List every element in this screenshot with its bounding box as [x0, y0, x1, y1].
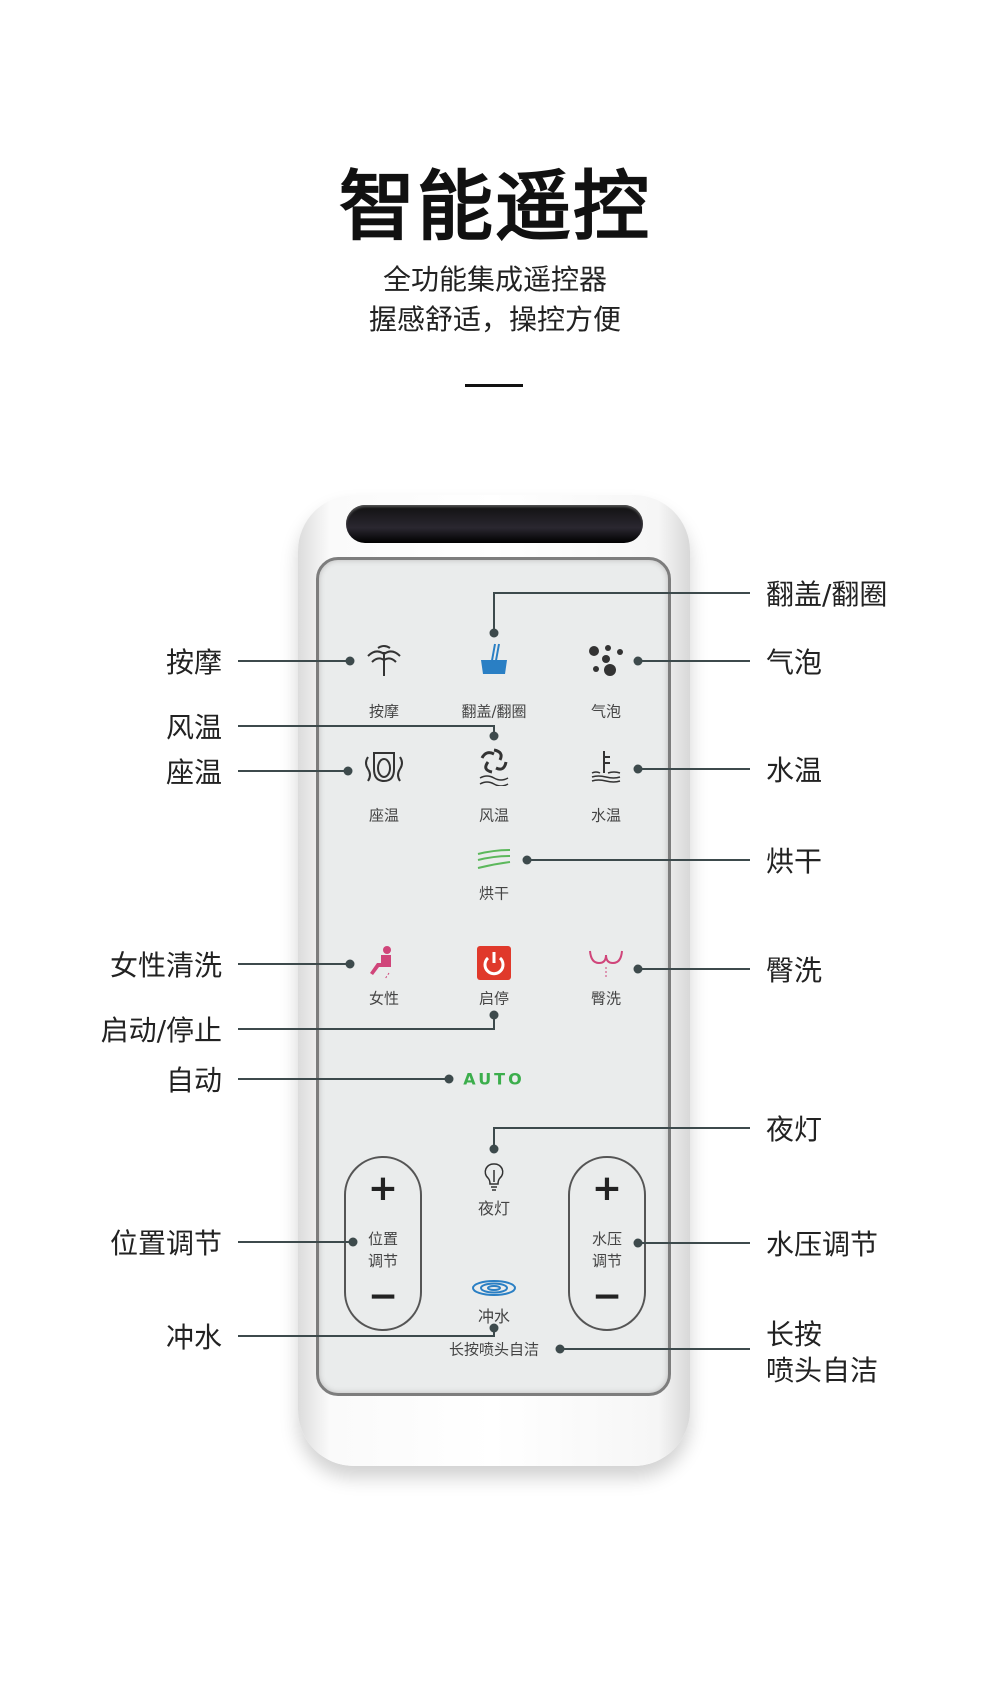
rear-wash-icon[interactable]	[587, 947, 625, 979]
flush-label: 冲水	[477, 1307, 511, 1326]
massage-icon[interactable]	[364, 642, 404, 678]
callout-pressure: 水压调节	[766, 1228, 879, 1261]
air-temp-label: 风温	[478, 806, 510, 825]
callout-air-temp: 风温	[165, 711, 222, 744]
callout-night-light: 夜灯	[766, 1113, 823, 1146]
rear-label: 臀洗	[590, 989, 622, 1008]
callout-seat-temp: 座温	[165, 756, 222, 789]
pressure-adjust-rocker[interactable]: + 水压调节 −	[568, 1156, 646, 1331]
power-label: 启停	[478, 989, 510, 1008]
power-icon[interactable]	[477, 946, 511, 980]
bubble-button-label: 气泡	[590, 702, 622, 721]
callout-dry: 烘干	[766, 845, 823, 878]
callout-auto: 自动	[165, 1064, 222, 1097]
label-line: 调节	[591, 1252, 622, 1270]
callout-water-temp: 水温	[766, 754, 823, 787]
water-temp-icon[interactable]	[588, 749, 624, 783]
page-title: 智能遥控	[339, 162, 651, 251]
callout-flip: 翻盖/翻圈	[766, 578, 888, 611]
self-clean-label: 长按喷头自洁	[448, 1340, 540, 1359]
callout-female-wash: 女性清洗	[109, 949, 222, 982]
divider	[465, 384, 523, 387]
night-light-label: 夜灯	[477, 1199, 511, 1218]
callout-flush: 冲水	[165, 1321, 222, 1354]
callout-start-stop: 启动/停止	[100, 1014, 222, 1047]
subtitle-line-2: 握感舒适，操控方便	[368, 303, 621, 336]
label-line: 水压	[591, 1230, 622, 1248]
fan-heat-icon[interactable]	[476, 746, 512, 786]
callout-rear-wash: 臀洗	[766, 954, 823, 987]
position-adjust-label: 位置调节	[346, 1228, 420, 1272]
dry-icon[interactable]	[476, 848, 512, 872]
pressure-adjust-label: 水压调节	[570, 1228, 644, 1272]
subtitle-line-1: 全功能集成遥控器	[382, 263, 607, 296]
flush-icon[interactable]	[471, 1279, 517, 1297]
position-plus-button[interactable]: +	[367, 1168, 399, 1209]
callout-position: 位置调节	[109, 1227, 222, 1260]
flip-button-label: 翻盖/翻圈	[461, 702, 527, 721]
callout-self-clean-line-1: 长按	[766, 1318, 823, 1351]
callout-bubble: 气泡	[766, 646, 823, 679]
lid-flip-icon[interactable]	[477, 642, 511, 678]
ir-window	[346, 505, 643, 543]
water-temp-label: 水温	[590, 806, 622, 825]
label-line: 调节	[367, 1252, 398, 1270]
massage-button-label: 按摩	[368, 702, 400, 721]
seat-heat-icon[interactable]	[360, 749, 408, 783]
dry-label: 烘干	[478, 884, 510, 903]
callout-self-clean-line-2: 喷头自洁	[766, 1354, 879, 1387]
seat-temp-label: 座温	[368, 806, 400, 825]
pressure-minus-button[interactable]: −	[591, 1276, 623, 1317]
female-label: 女性	[368, 989, 400, 1008]
bubble-icon[interactable]	[586, 643, 626, 677]
callout-massage: 按摩	[165, 646, 222, 679]
position-adjust-rocker[interactable]: + 位置调节 −	[344, 1156, 422, 1331]
position-minus-button[interactable]: −	[367, 1276, 399, 1317]
label-line: 位置	[367, 1230, 398, 1248]
night-light-icon[interactable]	[483, 1162, 505, 1192]
auto-button[interactable]: AUTO	[463, 1069, 525, 1089]
female-wash-icon[interactable]	[367, 945, 401, 981]
pressure-plus-button[interactable]: +	[591, 1168, 623, 1209]
